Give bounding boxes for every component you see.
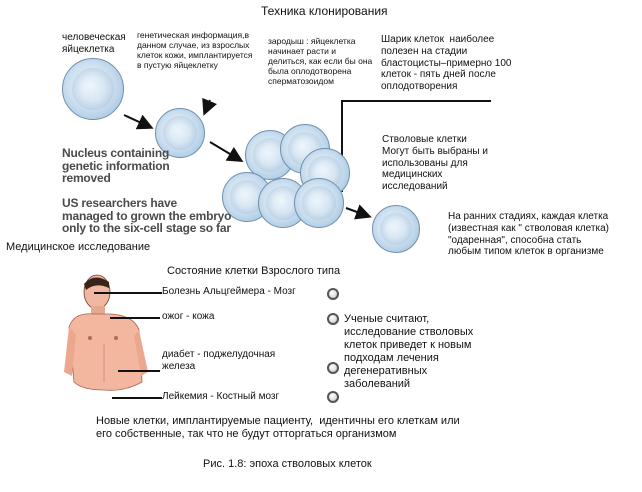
bullet-2 bbox=[327, 313, 339, 325]
arrow-to-stem bbox=[345, 204, 372, 220]
pointer-skin bbox=[110, 317, 160, 319]
label-human-egg: человеческая яйцеклетка bbox=[62, 32, 126, 55]
arrow-genetic-down bbox=[202, 97, 217, 116]
arrow-to-embryo bbox=[209, 141, 244, 163]
bullet-4 bbox=[327, 391, 339, 403]
emptied-egg-cell bbox=[155, 108, 205, 158]
embryo-cell-6 bbox=[294, 178, 344, 228]
pointer-brain bbox=[94, 292, 162, 294]
label-early-stages: На ранних стадиях, каждая клетка (извест… bbox=[448, 211, 609, 258]
label-adult-cell-state: Состояние клетки Взрослого типа bbox=[167, 265, 341, 277]
label-eng-us: US researchers have managed to grown the… bbox=[62, 196, 232, 236]
label-burn: ожог - кожа bbox=[162, 311, 215, 322]
bracket-line-vertical bbox=[341, 100, 343, 192]
label-new-cells: Новые клетки, имплантируемые пациенту, и… bbox=[96, 415, 460, 440]
label-blastocyst: Шарик клеток наиболее полезен на стадии … bbox=[381, 34, 512, 93]
human-torso-illustration bbox=[64, 274, 148, 391]
bullet-3 bbox=[327, 362, 339, 374]
label-diabetes: диабет - поджелудочная железа bbox=[162, 349, 276, 372]
arrow-egg-to-empty bbox=[123, 114, 154, 130]
label-stem-cells: Стволовые клетки Могут быть выбраны и ис… bbox=[382, 134, 488, 193]
label-leukemia: Лейкемия - Костный мозг bbox=[162, 391, 280, 402]
bracket-line-top bbox=[341, 100, 491, 102]
label-embryo: зародыш : яйцеклетка начинает расти и де… bbox=[268, 36, 373, 87]
egg-cell bbox=[62, 58, 124, 120]
figure-caption: Рис. 1.8: эпоха стволовых клеток bbox=[203, 458, 372, 470]
label-scientists: Ученые считают, исследование стволовых к… bbox=[344, 313, 474, 390]
diagram-title: Техника клонирования bbox=[261, 4, 388, 18]
label-alzheimer: Болезнь Альцгеймера - Мозг bbox=[162, 286, 296, 297]
stem-cell bbox=[372, 205, 420, 253]
label-eng-nucleus: Nucleus containing genetic information r… bbox=[62, 146, 170, 186]
label-genetic-info: генетическая информация,в данном случае,… bbox=[137, 30, 253, 71]
label-medical-research: Медицинское исследование bbox=[6, 241, 151, 253]
pointer-bone-marrow bbox=[112, 397, 162, 399]
bullet-1 bbox=[327, 288, 339, 300]
pointer-pancreas bbox=[118, 370, 160, 372]
